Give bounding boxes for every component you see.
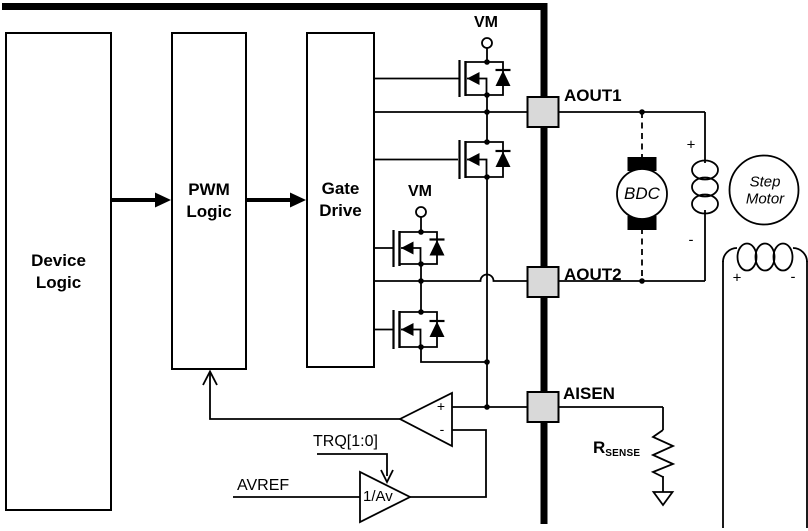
mosfet-low-side-aout2 [392, 310, 445, 349]
bdc-brush-bottom [627, 216, 657, 230]
bdc-motor-body [616, 168, 668, 220]
body-diode [429, 321, 445, 337]
mosfet-high-side-aout1 [458, 60, 511, 97]
vm-terminal-circle [415, 206, 427, 218]
sense-resistor-zigzag [650, 429, 676, 478]
winding-a-plus-sign: + [686, 136, 696, 154]
vm-terminal-top [481, 37, 493, 62]
winding-b-minus-sign: - [790, 268, 796, 286]
body-arrow [401, 241, 414, 255]
current-sense-comparator [398, 391, 453, 448]
body-arrow [467, 153, 480, 166]
gain-output-wire [410, 429, 487, 498]
vm-label-mid: VM [408, 183, 432, 200]
device-logic-label-line2: Logic [35, 272, 82, 292]
bdc-brush-top [627, 157, 657, 171]
comparator-output-arrowhead [202, 369, 218, 386]
device-logic-block: Device Logic [5, 32, 112, 511]
pads [526, 96, 560, 423]
vm-terminal-mid [415, 206, 427, 232]
avref-signal-label: AVREF [237, 477, 290, 494]
gate-drive-label-line1: Gate [321, 179, 360, 198]
chip-boundary [2, 3, 548, 524]
bdc-motor-label: BDC [624, 184, 660, 203]
rsense-name: R [593, 438, 606, 457]
aisen-pad [526, 391, 560, 423]
step-motor-label-line1: Step [749, 173, 781, 191]
trq-signal-label: TRQ[1:0] [313, 433, 378, 450]
body-diode [495, 70, 511, 86]
vm-label-top: VM [474, 14, 498, 31]
bdc-motor [616, 157, 668, 230]
body-arrow [401, 323, 414, 336]
rsense-subscript: SENSE [605, 448, 641, 459]
vm-terminal-circle [481, 37, 493, 49]
gain-amplifier [359, 470, 413, 524]
device-logic-label-line1: Device [31, 250, 86, 270]
pwm-logic-block: PWM Logic [171, 32, 247, 370]
pwm-logic-label-line2: Logic [186, 202, 232, 221]
body-arrow [467, 72, 480, 85]
junction-dots [418, 59, 645, 410]
step-motor-body [728, 154, 800, 226]
body-diode [429, 240, 445, 256]
aout2-pin-label: AOUT2 [564, 265, 622, 284]
trq-wire [317, 453, 388, 476]
aout1-pin-label: AOUT1 [564, 86, 622, 105]
device-to-pwm-arrow [112, 192, 171, 208]
pwm-to-gate-arrow [247, 192, 306, 208]
mosfet-low-side-aout1 [458, 140, 511, 179]
comparator-minus-sign: - [439, 421, 445, 437]
aisen-pin-label: AISEN [563, 384, 615, 403]
comparator-output-wire [209, 373, 400, 420]
winding-b-coil [722, 242, 808, 528]
gate-drive-label-line2: Drive [319, 201, 362, 220]
winding-a-minus-sign: - [688, 231, 694, 249]
winding-b-plus-sign: + [732, 269, 742, 287]
body-diode [495, 151, 511, 167]
aout2-pad [526, 266, 560, 298]
winding-a-coil [691, 159, 719, 215]
aout1-pad [526, 96, 560, 128]
comparator-plus-sign: + [436, 398, 446, 414]
gain-amp-label: 1/Av [363, 488, 393, 505]
m4-source-wire [420, 347, 487, 363]
ground-symbol [651, 491, 675, 507]
mosfet-high-side-aout2 [392, 230, 445, 267]
step-motor-label-line2: Motor [745, 190, 785, 208]
rsense-label: RSENSE [593, 438, 640, 459]
wires [202, 77, 706, 498]
trq-arrowhead [380, 469, 394, 485]
pwm-logic-label-line1: PWM [188, 180, 230, 199]
gate-drive-block: Gate Drive [306, 32, 375, 368]
